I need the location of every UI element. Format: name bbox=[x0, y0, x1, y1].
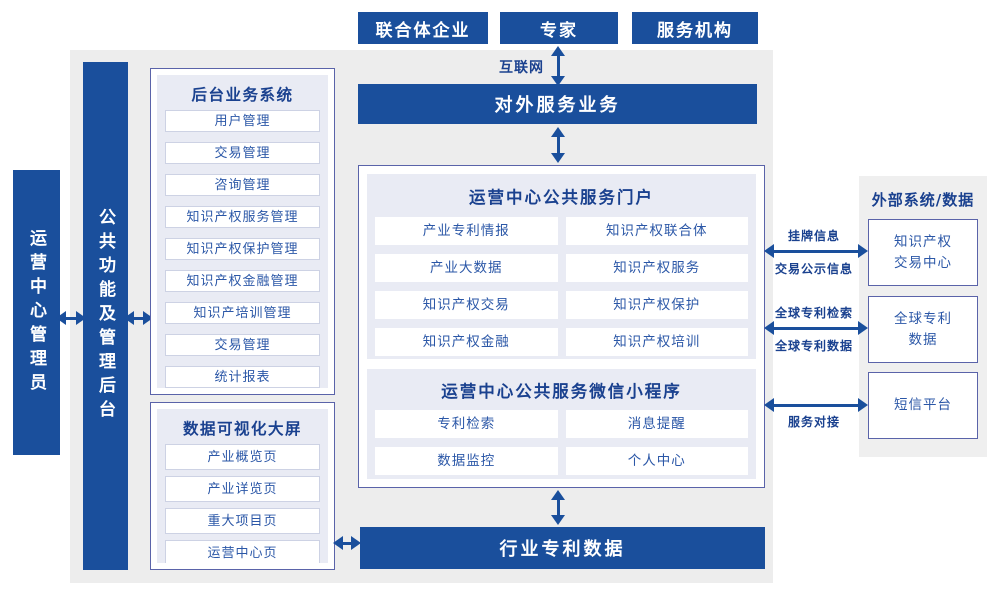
internet-label: 互联网 bbox=[499, 60, 544, 76]
arrow-dashboard-to-industry-data bbox=[333, 535, 361, 551]
backend-item: 用户管理 bbox=[165, 110, 320, 132]
external-systems-panel: 知识产权 交易中心 全球专利 数据 短信平台 bbox=[859, 176, 987, 457]
rail-label: 运营中心管理员 bbox=[26, 228, 46, 397]
actor-experts: 专家 bbox=[500, 12, 618, 44]
backend-system-title: 后台业务系统 bbox=[191, 86, 294, 104]
link1-bottom-label: 交易公示信息 bbox=[774, 262, 853, 276]
dashboard-item: 重大项目页 bbox=[165, 508, 320, 534]
center-services-panel: 运营中心公共服务门户 产业专利情报 知识产权联合体 产业大数据 知识产权服务 知… bbox=[358, 165, 765, 488]
backend-system-panel-body: 后台业务系统 用户管理 交易管理 咨询管理 知识产权服务管理 知识产权保护管理 … bbox=[157, 75, 328, 388]
portal-item: 产业大数据 bbox=[375, 254, 558, 282]
actor-label: 联合体企业 bbox=[375, 20, 471, 41]
external-box-sms-platform: 短信平台 bbox=[868, 372, 978, 439]
actor-label: 专家 bbox=[540, 20, 578, 41]
public-service-portal-section: 运营中心公共服务门户 产业专利情报 知识产权联合体 产业大数据 知识产权服务 知… bbox=[367, 174, 756, 359]
dashboard-item: 产业详览页 bbox=[165, 476, 320, 502]
backend-item: 咨询管理 bbox=[165, 174, 320, 196]
arrow-admin-to-backend bbox=[56, 310, 86, 326]
portal-title: 运营中心公共服务门户 bbox=[469, 188, 654, 207]
portal-item: 知识产权服务 bbox=[565, 254, 748, 282]
external-service-bar: 对外服务业务 bbox=[358, 84, 757, 124]
actor-label: 服务机构 bbox=[657, 20, 733, 41]
external-systems-title: 外部系统/数据 bbox=[871, 191, 975, 209]
backend-item: 知识产权服务管理 bbox=[165, 206, 320, 228]
arrow-panel-to-industry-data bbox=[550, 490, 566, 525]
backend-system-panel: 后台业务系统 用户管理 交易管理 咨询管理 知识产权服务管理 知识产权保护管理 … bbox=[150, 68, 335, 395]
wechat-miniapp-section: 运营中心公共服务微信小程序 专利检索 消息提醒 数据监控 个人中心 bbox=[367, 369, 756, 479]
dashboard-item: 运营中心页 bbox=[165, 540, 320, 563]
bar-label: 对外服务业务 bbox=[494, 95, 621, 116]
portal-item: 知识产权保护 bbox=[565, 291, 748, 319]
actor-consortium-enterprises: 联合体企业 bbox=[358, 12, 488, 44]
miniapp-item: 专利检索 bbox=[375, 410, 558, 438]
backend-item: 知识产培训管理 bbox=[165, 302, 320, 324]
backend-item: 交易管理 bbox=[165, 142, 320, 164]
backend-item: 交易管理 bbox=[165, 334, 320, 356]
link2-top-label: 全球专利检索 bbox=[774, 306, 853, 320]
portal-item: 知识产权培训 bbox=[565, 328, 748, 356]
portal-item: 知识产权交易 bbox=[375, 291, 558, 319]
portal-item: 知识产权联合体 bbox=[565, 217, 748, 245]
link1-top-label: 挂牌信息 bbox=[787, 229, 840, 243]
miniapp-item: 数据监控 bbox=[375, 447, 558, 475]
rail-operation-center-admin: 运营中心管理员 bbox=[13, 170, 60, 455]
data-visualization-panel: 数据可视化大屏 产业概览页 产业详览页 重大项目页 运营中心页 bbox=[150, 402, 335, 570]
arrow-portal-to-sms-platform bbox=[764, 397, 868, 413]
industry-patent-data-bar: 行业专利数据 bbox=[360, 527, 765, 569]
data-visualization-panel-body: 数据可视化大屏 产业概览页 产业详览页 重大项目页 运营中心页 bbox=[157, 409, 328, 563]
backend-item: 知识产权保护管理 bbox=[165, 238, 320, 260]
arrow-portal-to-ip-trading-center bbox=[764, 243, 868, 259]
link3-bottom-label: 服务对接 bbox=[787, 415, 840, 429]
arrow-backend-to-panel bbox=[124, 310, 153, 326]
dashboard-item: 产业概览页 bbox=[165, 444, 320, 470]
arrow-portal-to-global-patent-data bbox=[764, 320, 868, 336]
arrow-service-to-portal bbox=[550, 127, 566, 163]
miniapp-title: 运营中心公共服务微信小程序 bbox=[441, 382, 682, 401]
link2-bottom-label: 全球专利数据 bbox=[774, 339, 853, 353]
bar-label: 行业专利数据 bbox=[499, 539, 626, 560]
data-visualization-title: 数据可视化大屏 bbox=[182, 420, 302, 438]
backend-item: 统计报表 bbox=[165, 366, 320, 388]
external-box-global-patent-data: 全球专利 数据 bbox=[868, 296, 978, 363]
miniapp-item: 消息提醒 bbox=[565, 410, 748, 438]
rail-label: 公共功能及管理后台 bbox=[95, 208, 115, 424]
miniapp-item: 个人中心 bbox=[565, 447, 748, 475]
backend-item: 知识产权金融管理 bbox=[165, 270, 320, 292]
arrow-internet-to-external-service bbox=[550, 46, 566, 86]
portal-item: 知识产权金融 bbox=[375, 328, 558, 356]
portal-item: 产业专利情报 bbox=[375, 217, 558, 245]
actor-service-agencies: 服务机构 bbox=[632, 12, 758, 44]
external-box-ip-trading-center: 知识产权 交易中心 bbox=[868, 219, 978, 286]
rail-public-function-backend: 公共功能及管理后台 bbox=[83, 62, 128, 570]
